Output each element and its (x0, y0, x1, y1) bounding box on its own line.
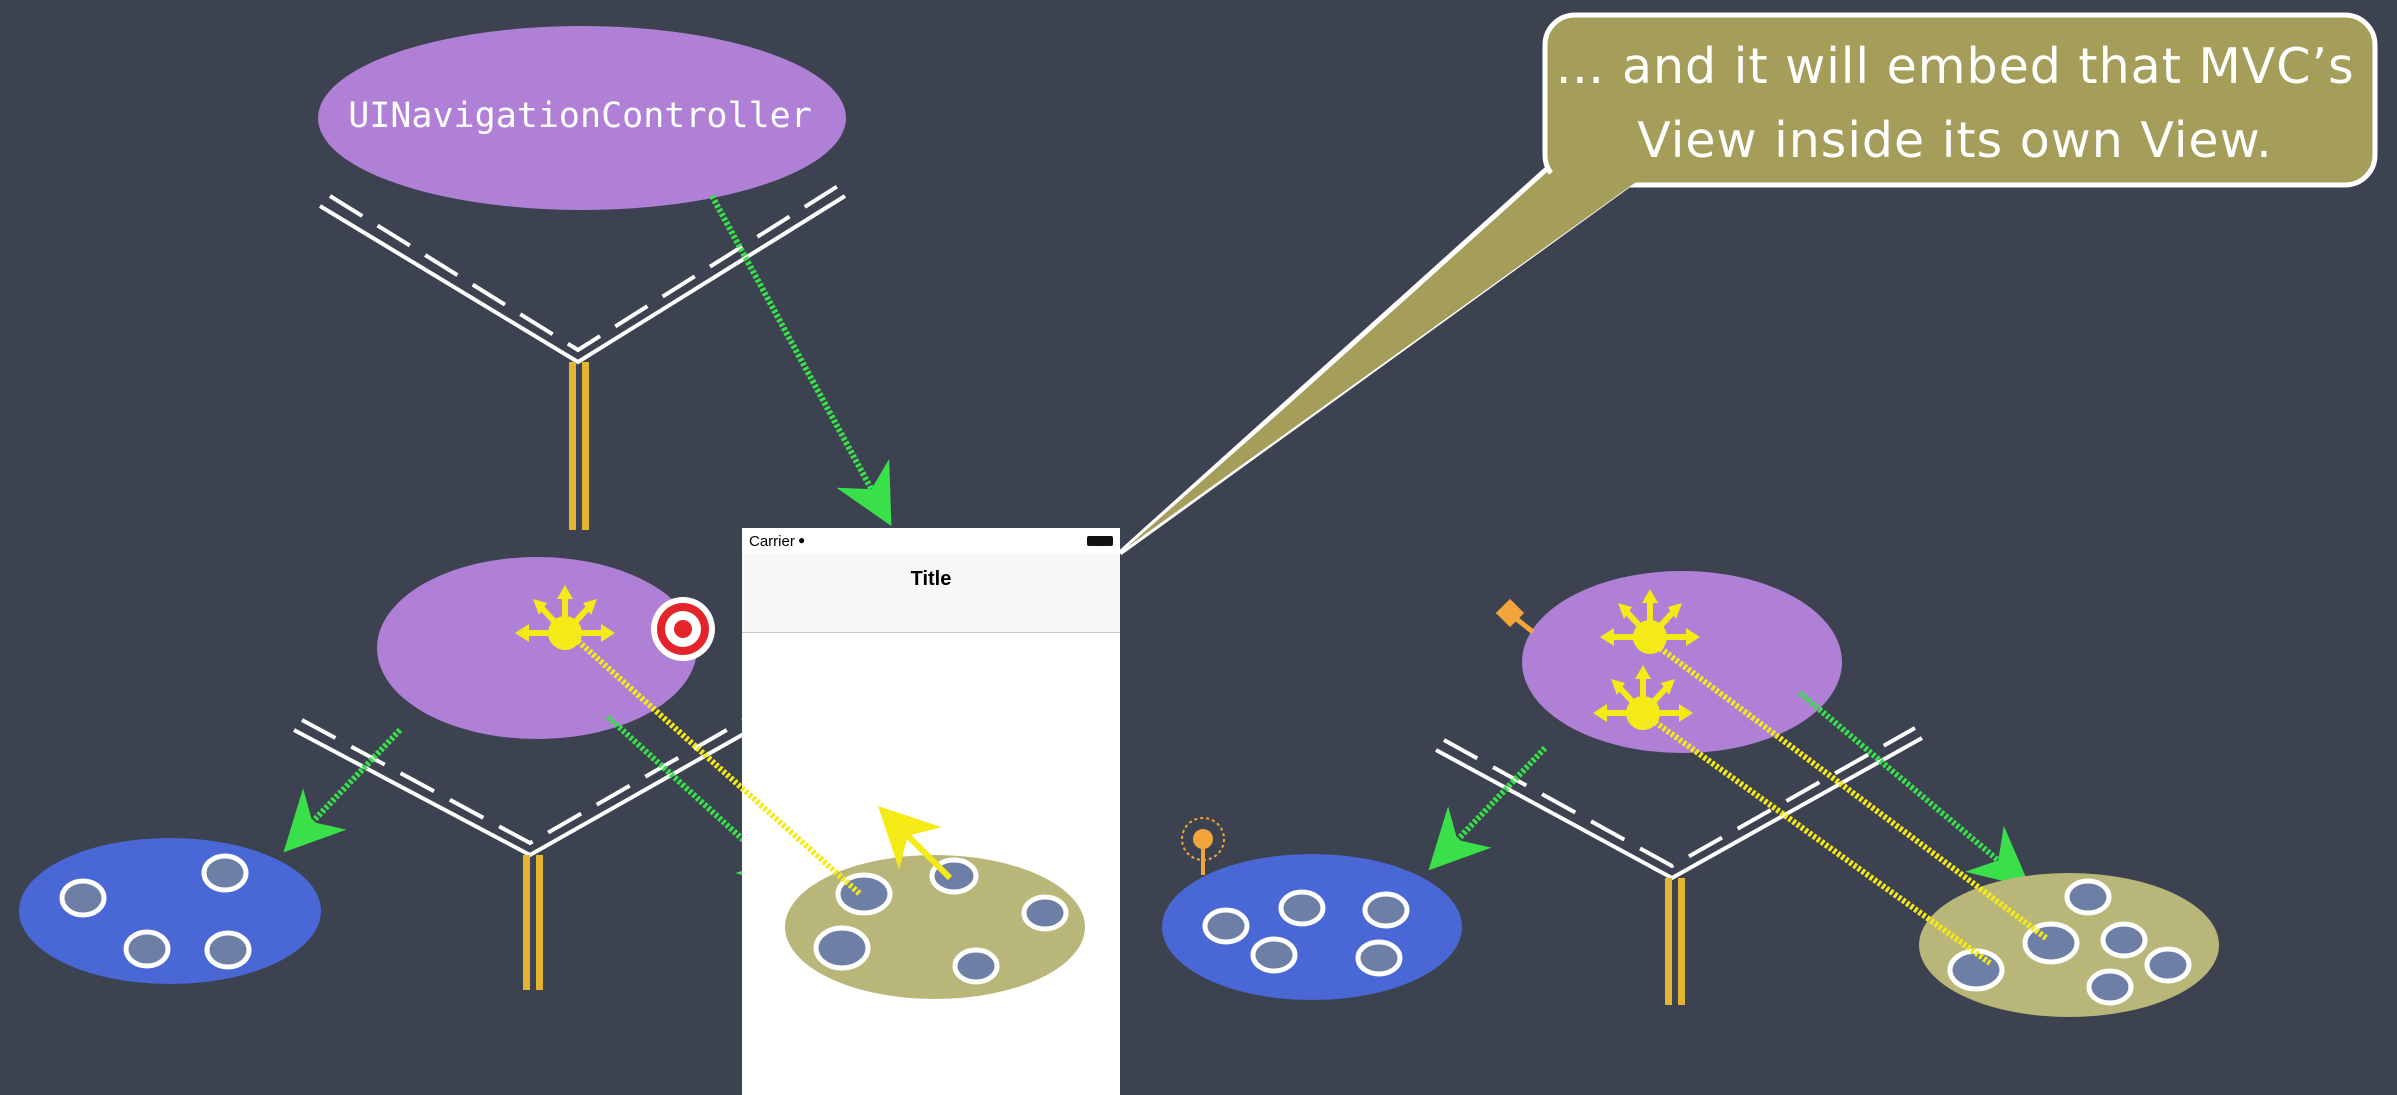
yellow-outlet-line (575, 638, 863, 897)
phone-screen: Carrier ● Title (742, 528, 1120, 1095)
middle-y-connector (293, 706, 773, 990)
right-blue-view (1162, 854, 1462, 1000)
middle-controller-ellipse (377, 557, 697, 739)
action-icon (515, 585, 615, 650)
right-y-connector (1435, 726, 1923, 1005)
target-icon (651, 597, 715, 661)
phone-olive-view (785, 855, 1085, 999)
top-y-connector (318, 184, 847, 530)
outlet-pin-icon (1181, 817, 1225, 875)
green-arrow-right-right (1798, 690, 2031, 888)
right-olive-view (1919, 873, 2219, 1017)
status-bar: Carrier ● (742, 528, 1120, 554)
action-icon (1593, 665, 1693, 730)
action-icon (1600, 589, 1700, 654)
outlet-icon (1495, 598, 1535, 634)
navigation-controller-ellipse (318, 26, 846, 210)
callout-line-1: … and it will embed that MVC’s (1555, 38, 2355, 95)
left-blue-view (19, 838, 321, 984)
battery-icon (1087, 536, 1113, 546)
carrier-label: Carrier (749, 533, 795, 550)
navigation-bar: Title (742, 554, 1120, 633)
wifi-icon: ● (798, 533, 806, 547)
green-arrow-right-left (1428, 745, 1548, 871)
navigation-bar-title: Title (910, 568, 952, 590)
yellow-outlet-line (1653, 719, 1992, 966)
yellow-outlet-line (1658, 645, 2048, 941)
yellow-arrow-up (878, 806, 953, 881)
callout-bubble (1118, 12, 2378, 556)
green-arrow-to-phone (709, 194, 892, 527)
callout-line-2: View inside its own View. (1637, 112, 2273, 169)
green-arrow-left (283, 727, 403, 853)
navigation-controller-label: UINavigationController (348, 96, 812, 136)
callout-text: … and it will embed that MVC’s View insi… (1555, 30, 2355, 178)
